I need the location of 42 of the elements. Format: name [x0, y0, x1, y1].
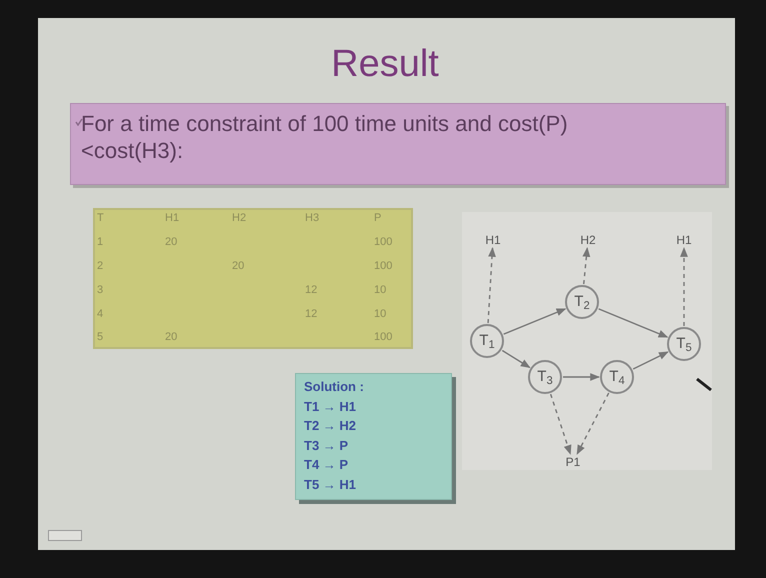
resource-label: P1 — [562, 454, 584, 470]
table-cell-text: 4 — [97, 307, 104, 321]
table-cell-text: 2 — [97, 259, 104, 273]
table-cell-text: 10 — [374, 283, 386, 297]
dashed-arrow — [550, 394, 572, 455]
solution-text: Solution : — [304, 378, 365, 396]
dashed-arrow — [582, 247, 590, 284]
table-cell-text: 100 — [374, 235, 392, 249]
text-box — [70, 103, 726, 185]
table-cell-text: 1 — [97, 235, 104, 249]
dashed-arrow — [680, 247, 688, 326]
table-cell-text: 12 — [305, 283, 318, 297]
arrow — [563, 373, 600, 381]
table-cell-text: 20 — [165, 235, 178, 249]
solution-text: T2 → H2 — [304, 417, 358, 435]
table-cell-text: 10 — [374, 307, 386, 321]
solution-text: T4 → P — [304, 456, 350, 474]
arrow — [632, 351, 669, 370]
solution-text: T1 → H1 — [304, 398, 358, 416]
resource-label: H2 — [577, 232, 599, 248]
table-cell-text: P — [374, 211, 382, 225]
table-cell-text: H1 — [165, 211, 180, 225]
resource-label: H1 — [673, 232, 695, 248]
arrow — [598, 308, 668, 338]
bullet-text: For a time constraint of 100 time units and cost(P)<cost(H3): — [81, 110, 569, 164]
table-cell-text: H2 — [232, 211, 246, 225]
solution-text: T3 → P — [304, 436, 350, 454]
table-cell-text: 20 — [232, 259, 244, 273]
resource-label: H1 — [482, 232, 504, 248]
table-cell-text: 100 — [374, 330, 392, 344]
table-cell-text: 12 — [305, 307, 318, 321]
table-cell-text: 5 — [97, 330, 104, 344]
table-cell-text: 3 — [97, 283, 104, 297]
dashed-arrow — [487, 247, 496, 324]
table-cell-text: H3 — [305, 211, 320, 225]
arrow — [503, 308, 566, 335]
dashed-arrow — [576, 392, 610, 455]
table-cell-text: 100 — [374, 259, 392, 273]
table-cell-text: T — [97, 211, 104, 225]
slide-title: Result — [330, 42, 440, 87]
solution-text: T5 → H1 — [304, 476, 358, 494]
table-cell-text: 20 — [165, 330, 178, 344]
